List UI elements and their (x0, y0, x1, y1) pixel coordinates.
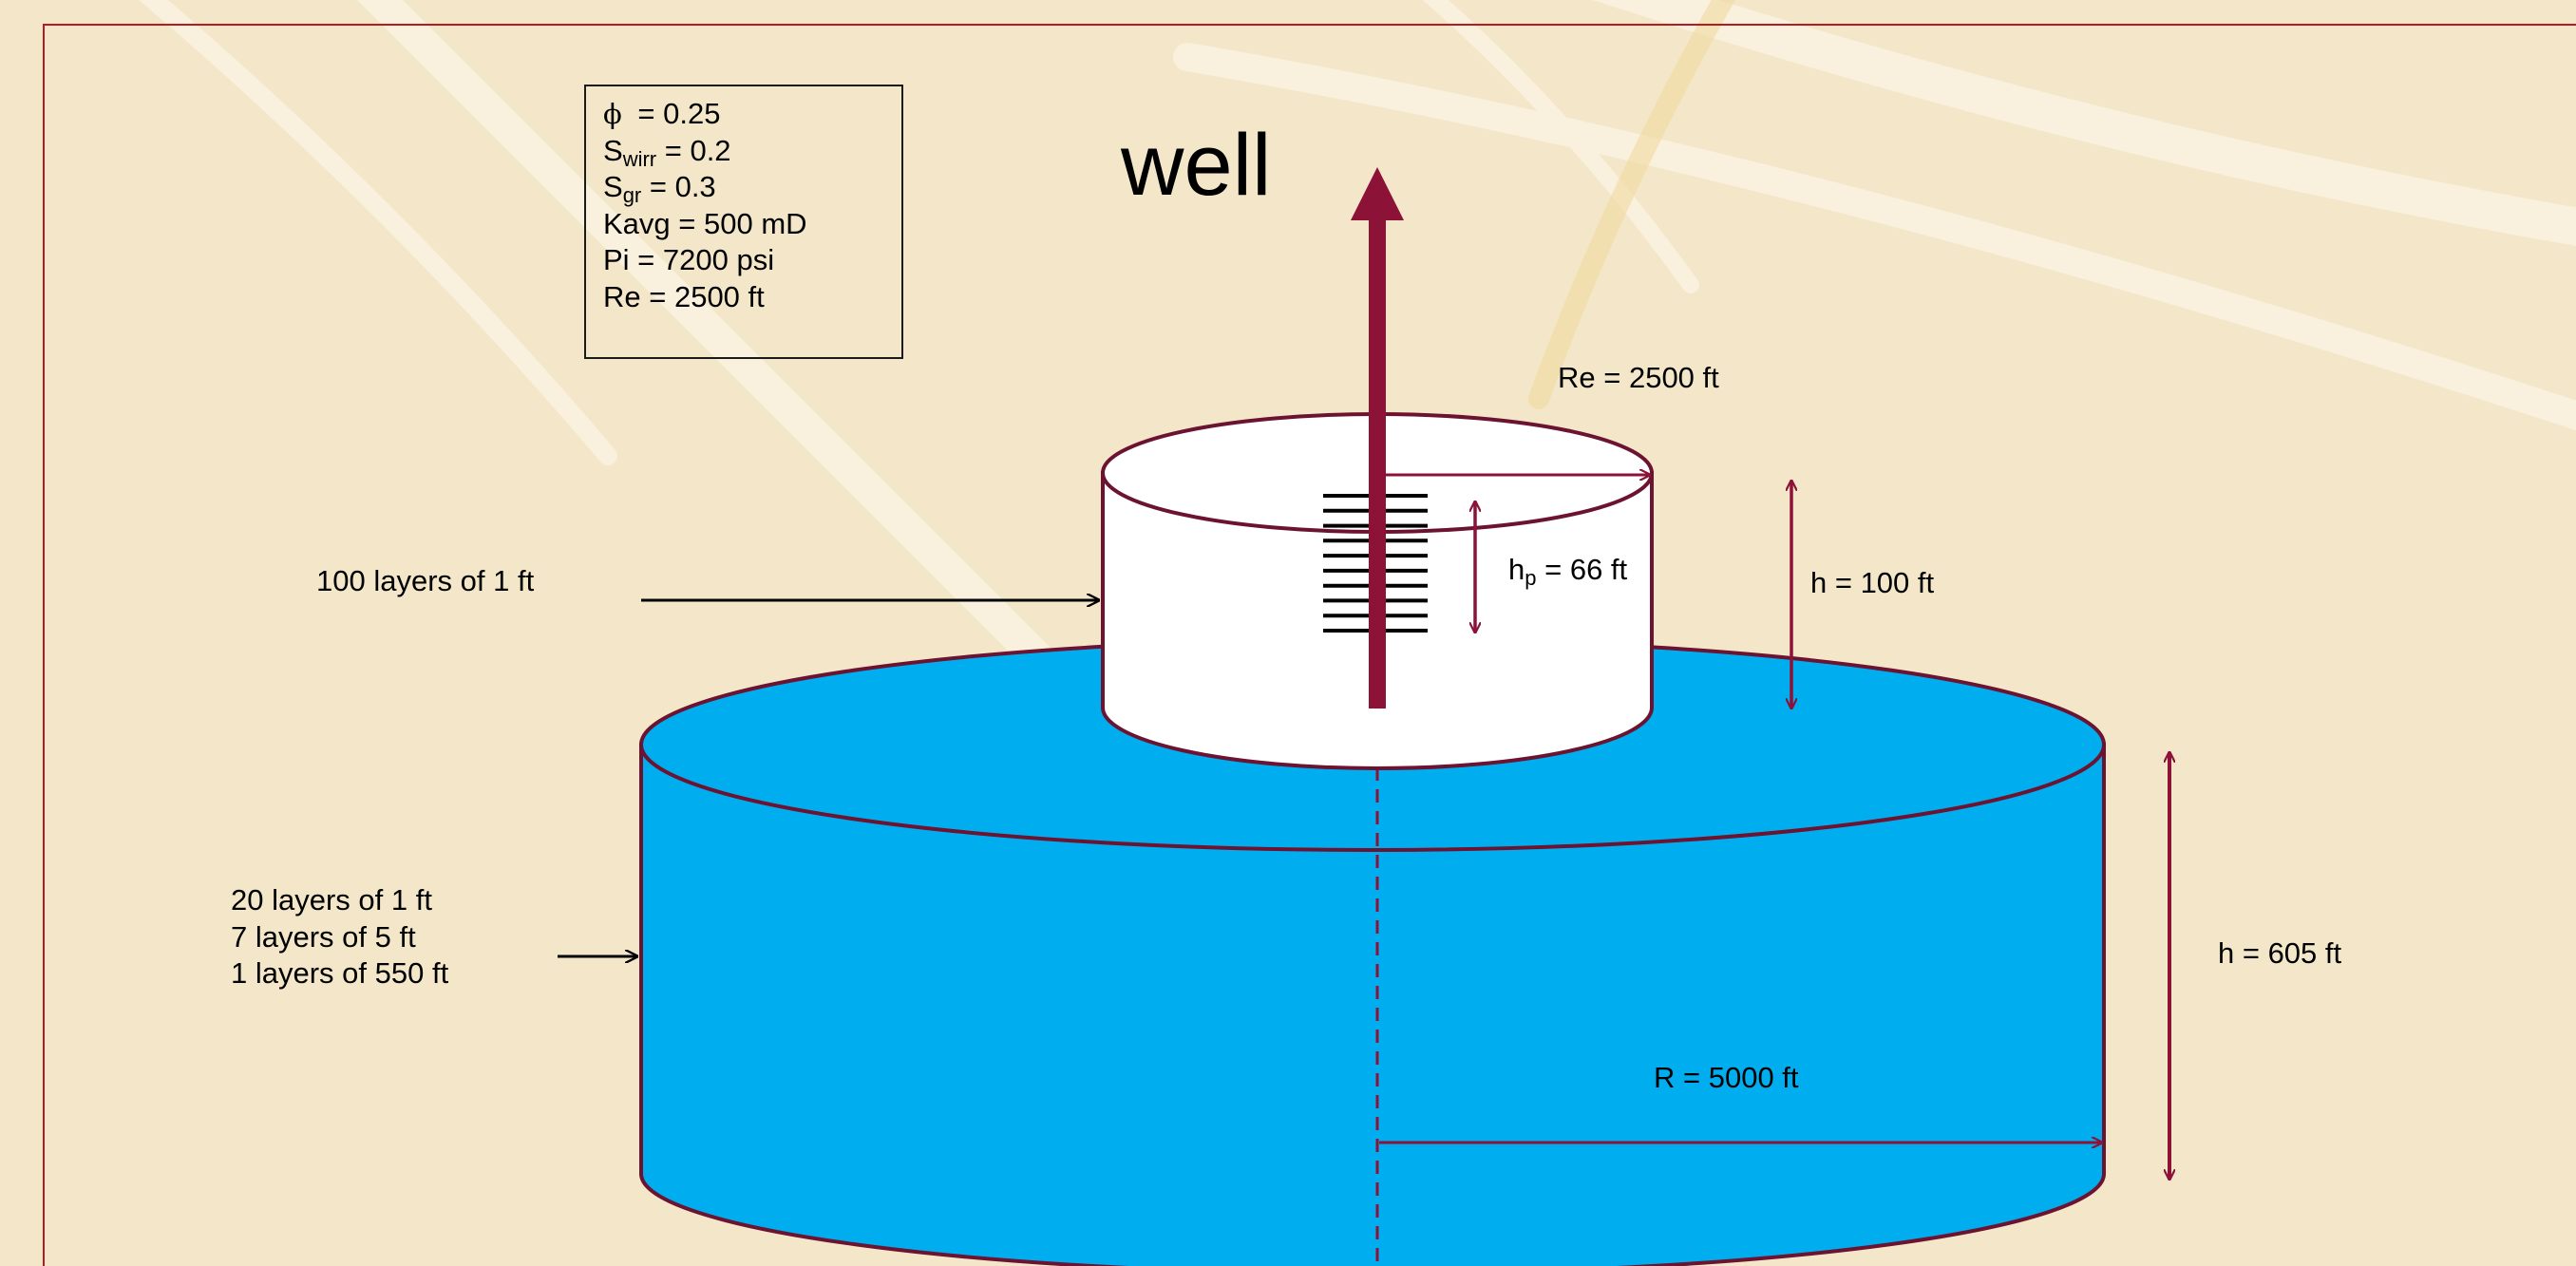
perforation-height-symbol: h (1508, 553, 1525, 586)
perforation-height-subscript: p (1525, 566, 1537, 590)
sgr-subscript: gr (622, 183, 642, 207)
slide-frame (43, 24, 2576, 1266)
outer-layer-line: 1 layers of 550 ft (231, 956, 449, 990)
swirr-line: Swirr = 0.2 (603, 133, 884, 170)
porosity-value: = 0.25 (629, 97, 721, 130)
well-pipe (1369, 218, 1386, 709)
outer-layers-label: 20 layers of 1 ft 7 layers of 5 ft 1 lay… (231, 882, 448, 992)
swirr-symbol: S (603, 133, 623, 167)
well-arrow-head-icon (1351, 167, 1404, 220)
outer-height-label: h = 605 ft (2218, 936, 2342, 970)
pi-line: Pi = 7200 psi (603, 243, 775, 276)
swirr-value: = 0.2 (656, 133, 731, 167)
sgr-symbol: S (603, 170, 623, 203)
outer-layer-line: 7 layers of 5 ft (231, 919, 416, 954)
re-line: Re = 2500 ft (603, 279, 765, 313)
outer-layer-line: 20 layers of 1 ft (231, 883, 432, 916)
sgr-value: = 0.3 (641, 170, 716, 203)
reservoir-properties-box: ϕ = 0.25 Swirr = 0.2 Sgr = 0.3 Kavg = 50… (584, 85, 903, 359)
swirr-subscript: wirr (622, 146, 657, 171)
well-title: well (1121, 117, 1272, 214)
inner-layers-label: 100 layers of 1 ft (316, 564, 535, 597)
inner-height-label: h = 100 ft (1810, 566, 1935, 599)
sgr-line: Sgr = 0.3 (603, 169, 884, 206)
inner-radius-label: Re = 2500 ft (1558, 361, 1719, 394)
perforation-height-value: = 66 ft (1536, 553, 1628, 586)
perforation-height-label: hp = 66 ft (1508, 553, 1628, 590)
outer-radius-label: R = 5000 ft (1654, 1061, 1799, 1094)
outer-cylinder-body (639, 743, 2106, 1266)
porosity-line: ϕ = 0.25 (603, 96, 884, 133)
porosity-symbol: ϕ (603, 98, 622, 130)
kavg-line: Kavg = 500 mD (603, 206, 807, 240)
